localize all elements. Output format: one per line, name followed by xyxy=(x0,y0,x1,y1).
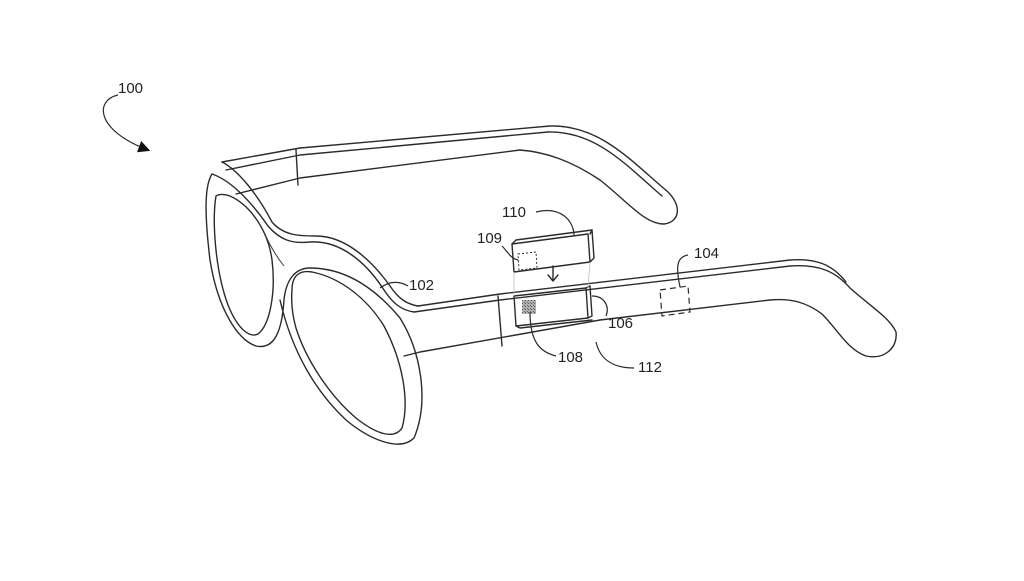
removable-module xyxy=(511,229,595,296)
leader-108 xyxy=(529,311,557,357)
label-temple-component: 104 xyxy=(694,245,720,262)
leader-109 xyxy=(501,245,519,261)
label-slot-element: 108 xyxy=(558,349,584,366)
near-temple-arm xyxy=(403,258,897,358)
leader-110 xyxy=(535,210,575,237)
label-assembly: 100 xyxy=(118,80,144,97)
leader-106 xyxy=(591,295,608,317)
assembly-arrow xyxy=(102,94,151,153)
slot-element-shaded xyxy=(522,300,536,314)
module-slot xyxy=(513,285,593,329)
leader-104 xyxy=(677,254,689,288)
label-module-element: 109 xyxy=(477,230,503,247)
leader-102 xyxy=(379,281,409,289)
label-module-slot: 106 xyxy=(608,315,634,332)
label-removable-module: 110 xyxy=(502,204,526,221)
far-temple-arm xyxy=(221,125,678,225)
label-frame: 102 xyxy=(409,277,435,294)
front-frame xyxy=(205,161,423,445)
label-temple-arm: 112 xyxy=(638,359,662,376)
temple-component-outline xyxy=(659,285,691,317)
leader-112 xyxy=(595,341,635,369)
